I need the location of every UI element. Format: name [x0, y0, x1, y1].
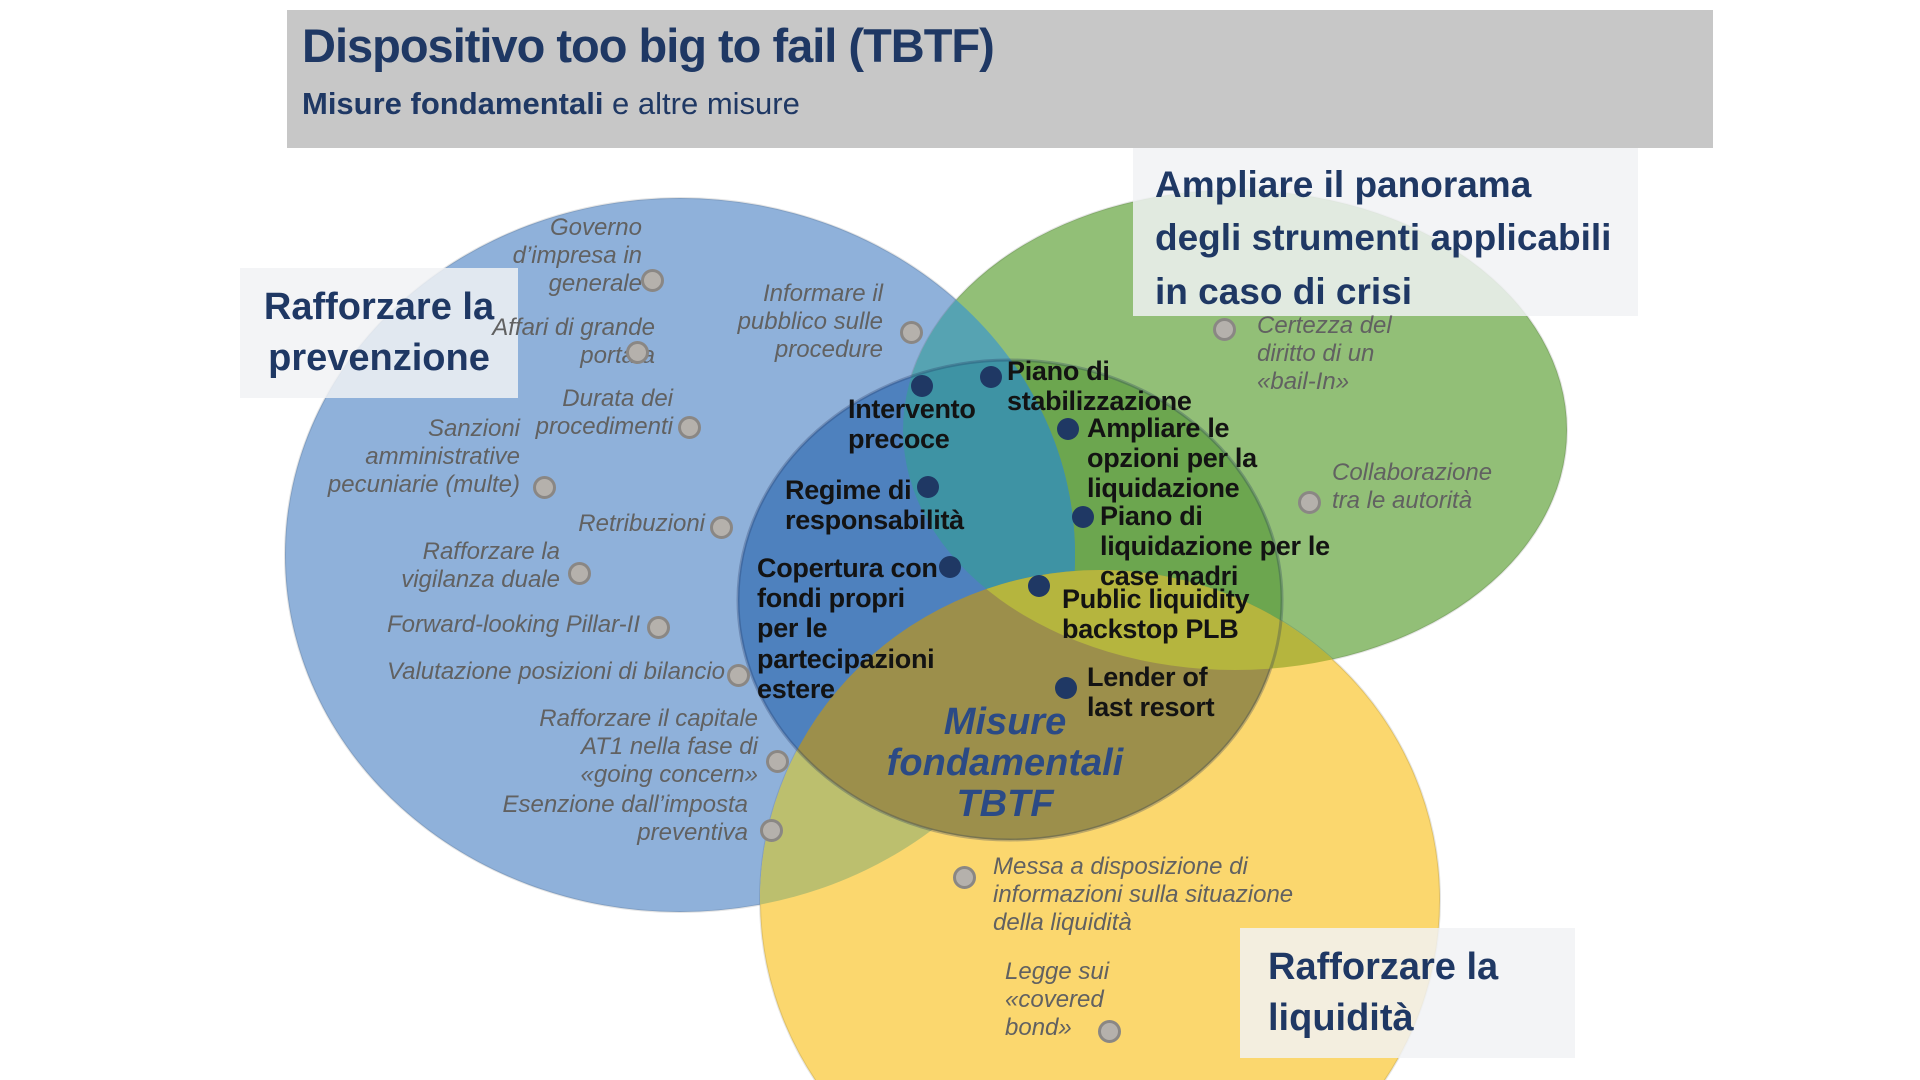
bullet-vigilanza [568, 562, 591, 585]
core-item-regime: Regime di responsabilità [785, 475, 964, 536]
crisis-item-certezza: Certezza del diritto di un «bail-In» [1257, 312, 1392, 395]
core-item-lender: Lender of last resort [1087, 662, 1215, 723]
prevention-item-informare: Informare il pubblico sulle procedure [737, 280, 883, 363]
title-bar [287, 10, 1713, 148]
subtitle-rest: e altre misure [603, 86, 800, 121]
center-label-misure-tbtf: Misure fondamentali TBTF [886, 701, 1124, 826]
bullet-informare [900, 321, 923, 344]
core-item-intervento: Intervento precoce [848, 394, 976, 455]
prevention-item-governo: Governo d’impresa in generale [512, 214, 642, 297]
dot-stabilizzazione [980, 366, 1002, 388]
dot-intervento [911, 375, 933, 397]
bullet-certezza [1213, 318, 1236, 341]
prevention-item-retribuzioni: Retribuzioni [578, 510, 705, 537]
liquidity-item-messa: Messa a disposizione di informazioni sul… [993, 853, 1294, 936]
core-item-ampliare: Ampliare le opzioni per la liquidazione [1087, 413, 1257, 504]
liquidity-item-legge: Legge sui «covered bond» [1005, 958, 1110, 1041]
prevention-item-sanzioni: Sanzioni amministrative pecuniarie (mult… [327, 415, 520, 498]
bullet-messa [953, 866, 976, 889]
core-ellipse-rim [736, 358, 1284, 842]
core-item-copertura: Copertura con fondi propri per le partec… [757, 553, 938, 704]
prevention-item-valutazione: Valutazione posizioni di bilancio [387, 658, 725, 685]
dot-copertura [939, 556, 961, 578]
core-item-stabilizzazione: Piano di stabilizzazione [1007, 356, 1192, 417]
crisis-header-box [1133, 148, 1638, 316]
bullet-governo [641, 269, 664, 292]
slide-subtitle: Misure fondamentali e altre misure [302, 86, 800, 122]
liquidity-header: Rafforzare la liquidità [1268, 946, 1499, 1040]
crisis-header: Ampliare il panorama degli strumenti app… [1155, 164, 1612, 312]
bullet-esenzione [760, 819, 783, 842]
prevention-header: Rafforzare la prevenzione [263, 286, 495, 380]
bullet-retribuzioni [710, 516, 733, 539]
liquidity-header-box [1240, 928, 1575, 1058]
prevention-item-durata: Durata dei procedimenti [535, 385, 673, 440]
prevention-item-vigilanza: Rafforzare la vigilanza duale [401, 538, 560, 593]
subtitle-bold: Misure fondamentali [302, 86, 604, 121]
prevention-item-esenzione: Esenzione dall’imposta preventiva [502, 791, 748, 846]
prevention-item-affari: Affari di grande portata [492, 314, 655, 369]
prevention-header-box [240, 268, 518, 398]
dot-plb [1028, 575, 1050, 597]
bullet-pillar [647, 616, 670, 639]
bullet-valutazione [727, 664, 750, 687]
dot-ampliare [1057, 418, 1079, 440]
core-item-piano-liquidazione: Piano di liquidazione per le case madri [1100, 501, 1330, 592]
bullet-sanzioni [533, 476, 556, 499]
crisis-item-collaborazione: Collaborazione tra le autorità [1332, 459, 1493, 514]
bullet-capitale [766, 750, 789, 773]
dot-lender [1055, 677, 1077, 699]
core-item-plb: Public liquidity backstop PLB [1062, 584, 1250, 645]
prevention-item-pillar: Forward-looking Pillar-II [387, 611, 640, 638]
dot-piano-liquidazione [1072, 506, 1094, 528]
bullet-affari [626, 341, 649, 364]
bullet-collaborazione [1298, 491, 1321, 514]
prevention-item-capitale: Rafforzare il capitale AT1 nella fase di… [539, 705, 758, 788]
slide-title: Dispositivo too big to fail (TBTF) [302, 19, 995, 72]
dot-regime [917, 476, 939, 498]
bullet-legge [1098, 1020, 1121, 1043]
bullet-durata [678, 416, 701, 439]
